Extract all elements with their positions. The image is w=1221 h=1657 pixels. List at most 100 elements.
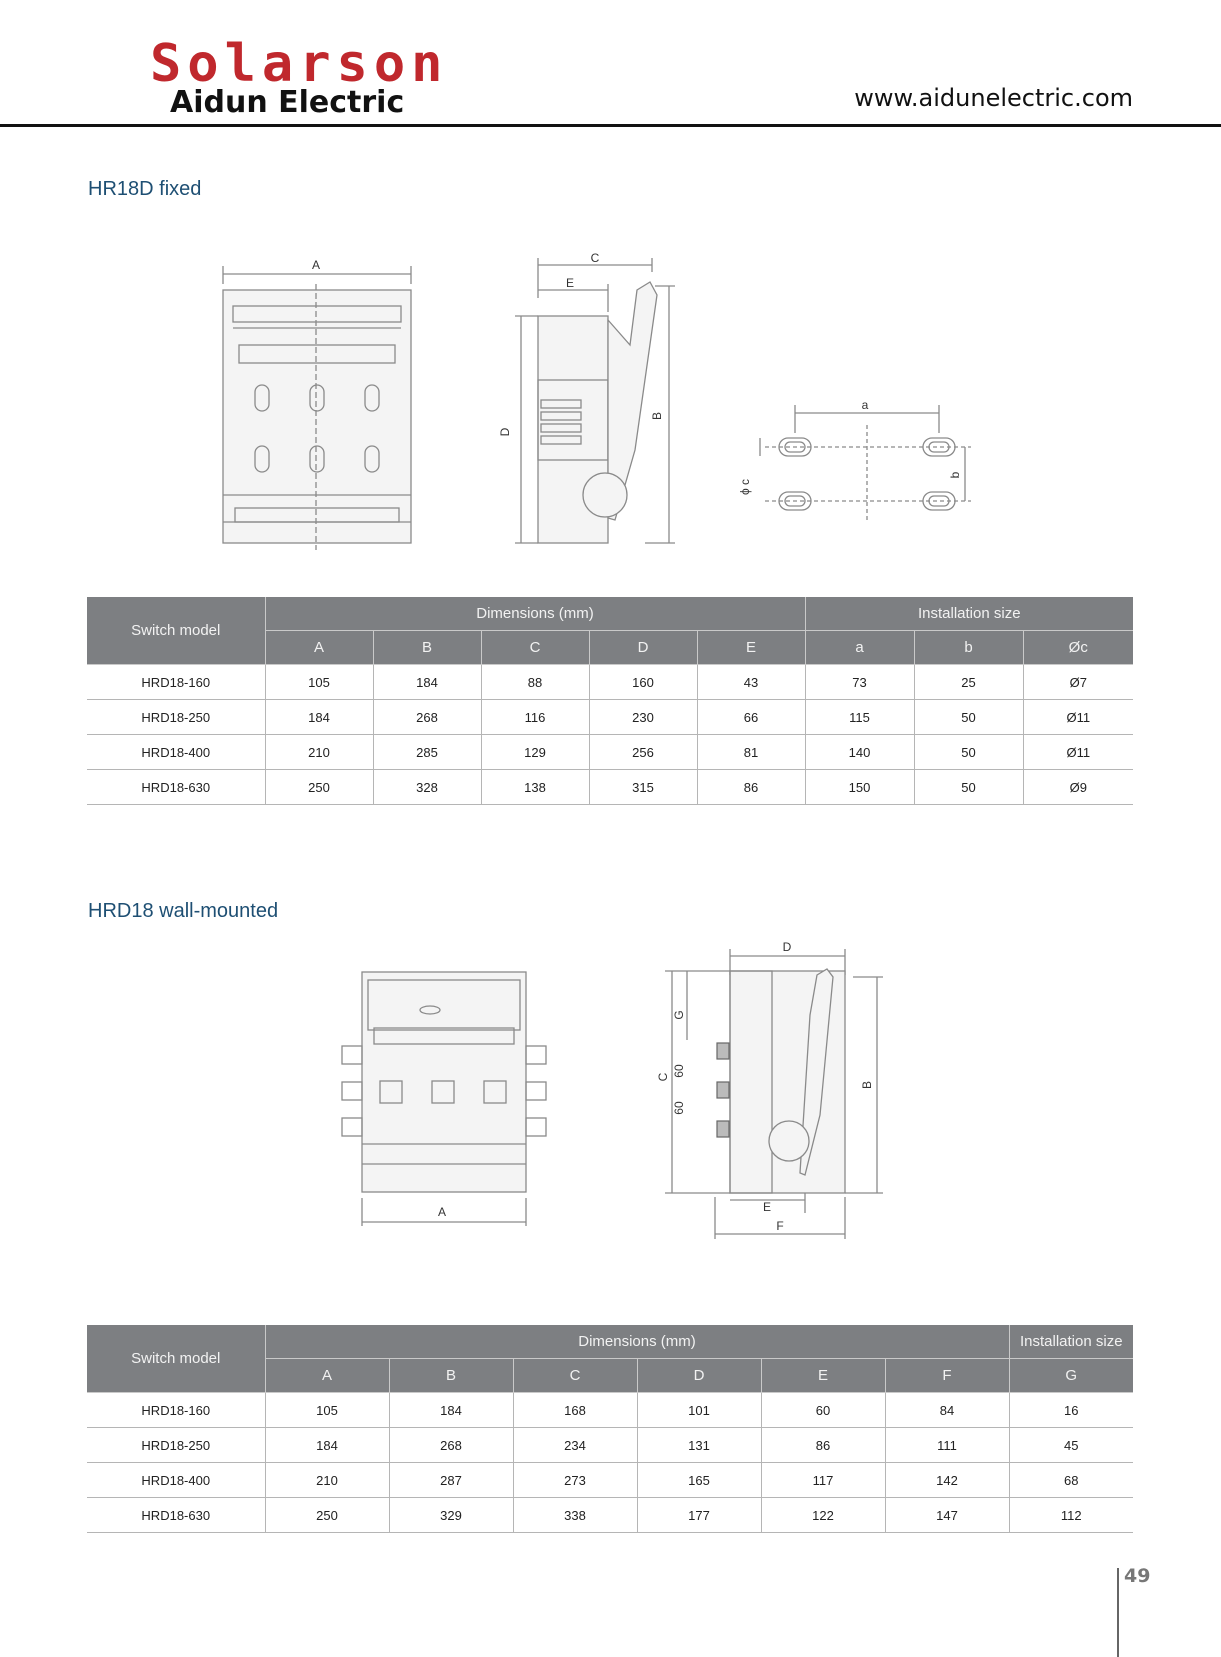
table-cell: 81 bbox=[697, 734, 806, 770]
table-cell: 177 bbox=[637, 1497, 762, 1533]
fixed-front-view-drawing: A bbox=[222, 258, 412, 550]
table-cell: 210 bbox=[265, 1462, 390, 1498]
dim-label-C2: C bbox=[656, 1072, 670, 1081]
table1-col-a: a bbox=[805, 630, 915, 665]
table-cell: 184 bbox=[265, 699, 374, 735]
table-cell: Ø11 bbox=[1023, 734, 1134, 770]
table-cell: 131 bbox=[637, 1427, 762, 1463]
table-cell: 25 bbox=[914, 664, 1024, 700]
table-cell: 112 bbox=[1009, 1497, 1134, 1533]
table-cell: HRD18-630 bbox=[87, 769, 266, 805]
table-cell: 329 bbox=[389, 1497, 514, 1533]
table2-col-B: B bbox=[389, 1358, 514, 1393]
dim-label-B2: B bbox=[860, 1081, 874, 1089]
table-cell: 210 bbox=[265, 734, 374, 770]
table-cell: 60 bbox=[761, 1392, 886, 1428]
table-cell: 230 bbox=[589, 699, 698, 735]
brand-logo: Solarson bbox=[150, 34, 449, 94]
table-cell: HRD18-400 bbox=[87, 734, 266, 770]
table-cell: 315 bbox=[589, 769, 698, 805]
table-cell: 250 bbox=[265, 769, 374, 805]
table-cell: 160 bbox=[589, 664, 698, 700]
table-cell: HRD18-630 bbox=[87, 1497, 266, 1533]
table-cell: 105 bbox=[265, 1392, 390, 1428]
brand-subtitle: Aidun Electric bbox=[170, 85, 405, 120]
section-title-wall-mounted: HRD18 wall-mounted bbox=[88, 900, 279, 922]
table-cell: 287 bbox=[389, 1462, 514, 1498]
table-cell: 84 bbox=[885, 1392, 1010, 1428]
table-cell: 234 bbox=[513, 1427, 638, 1463]
table-cell: 184 bbox=[389, 1392, 514, 1428]
dim-label-E: E bbox=[566, 276, 574, 290]
table-cell: 66 bbox=[697, 699, 806, 735]
table-cell: 165 bbox=[637, 1462, 762, 1498]
table2-col-F: F bbox=[885, 1358, 1010, 1393]
table-cell: 86 bbox=[697, 769, 806, 805]
table-cell: 116 bbox=[481, 699, 590, 735]
dim-label-E2: E bbox=[763, 1200, 771, 1214]
fixed-installation-holes-drawing: a b ϕ c bbox=[738, 398, 971, 523]
table-cell: 43 bbox=[697, 664, 806, 700]
section-title-fixed: HR18D fixed bbox=[88, 178, 202, 200]
dim-label-C: C bbox=[591, 251, 600, 265]
table2-col-D: D bbox=[637, 1358, 762, 1393]
table-cell: HRD18-400 bbox=[87, 1462, 266, 1498]
table-cell: 50 bbox=[914, 734, 1024, 770]
dim-label-60b: 60 bbox=[672, 1101, 686, 1115]
wall-front-view-drawing: A bbox=[341, 971, 547, 1226]
table-cell: 138 bbox=[481, 769, 590, 805]
table-cell: HRD18-250 bbox=[87, 1427, 266, 1463]
table-cell: 117 bbox=[761, 1462, 886, 1498]
table-cell: 285 bbox=[373, 734, 482, 770]
table1-col-C: C bbox=[481, 630, 590, 665]
dim-label-B: B bbox=[650, 412, 664, 420]
dim-label-60a: 60 bbox=[672, 1064, 686, 1078]
dim-label-D2: D bbox=[783, 940, 792, 954]
dim-label-b: b bbox=[948, 471, 962, 478]
table2-installation-header: Installation size bbox=[1009, 1325, 1134, 1359]
wall-dimensions-table: Switch model Dimensions (mm) Installatio… bbox=[87, 1325, 1134, 1533]
table2-dimensions-header: Dimensions (mm) bbox=[265, 1325, 1010, 1359]
table-cell: 140 bbox=[805, 734, 915, 770]
table-cell: 268 bbox=[389, 1427, 514, 1463]
table-cell: 150 bbox=[805, 769, 915, 805]
table-cell: 122 bbox=[761, 1497, 886, 1533]
dim-label-F2: F bbox=[776, 1219, 783, 1233]
table-cell: 142 bbox=[885, 1462, 1010, 1498]
page-number-bar bbox=[1117, 1568, 1119, 1657]
dim-label-A: A bbox=[312, 258, 320, 272]
dim-label-D: D bbox=[498, 427, 512, 436]
table-cell: 268 bbox=[373, 699, 482, 735]
header-rule bbox=[0, 124, 1221, 127]
table-cell: 111 bbox=[885, 1427, 1010, 1463]
table-cell: 88 bbox=[481, 664, 590, 700]
table1-dimensions-header: Dimensions (mm) bbox=[265, 597, 806, 631]
table-cell: 338 bbox=[513, 1497, 638, 1533]
table-cell: Ø9 bbox=[1023, 769, 1134, 805]
table-cell: 68 bbox=[1009, 1462, 1134, 1498]
table2-col-C: C bbox=[513, 1358, 638, 1393]
table-cell: HRD18-250 bbox=[87, 699, 266, 735]
table1-col-A: A bbox=[265, 630, 374, 665]
dim-label-G2: G bbox=[672, 1010, 686, 1019]
page-header: Solarson Aidun Electric www.aidunelectri… bbox=[0, 0, 1221, 128]
table1-col-E: E bbox=[697, 630, 806, 665]
table-cell: 250 bbox=[265, 1497, 390, 1533]
website-link[interactable]: www.aidunelectric.com bbox=[854, 84, 1133, 112]
table-cell: Ø11 bbox=[1023, 699, 1134, 735]
table-cell: 73 bbox=[805, 664, 915, 700]
table2-col-E: E bbox=[761, 1358, 886, 1393]
table-cell: 184 bbox=[265, 1427, 390, 1463]
table-cell: Ø7 bbox=[1023, 664, 1134, 700]
table1-model-header: Switch model bbox=[87, 597, 266, 665]
table-cell: 273 bbox=[513, 1462, 638, 1498]
table-cell: HRD18-160 bbox=[87, 1392, 266, 1428]
table-cell: HRD18-160 bbox=[87, 664, 266, 700]
